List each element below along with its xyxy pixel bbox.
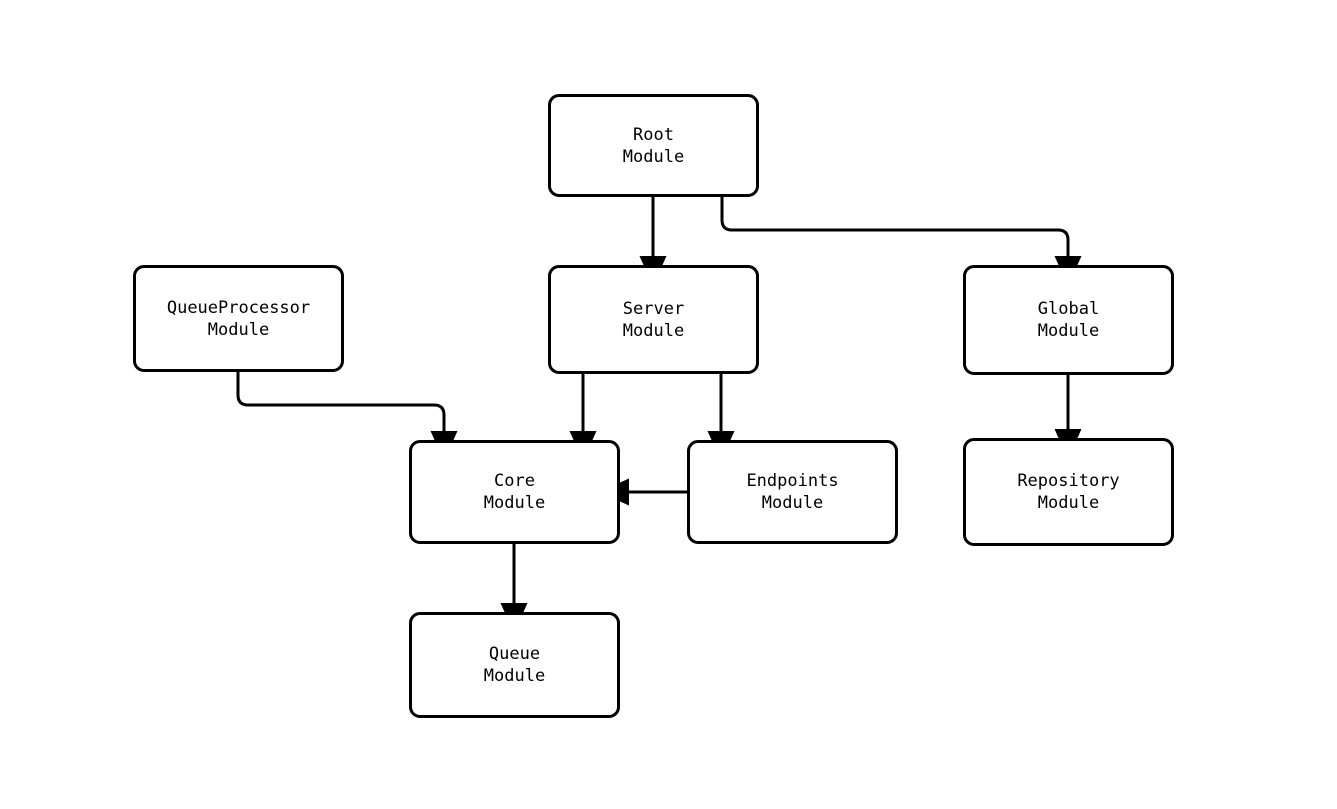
edge-queueprocessor-to-core xyxy=(236,372,458,461)
edge-root-to-global xyxy=(720,197,1082,286)
node-endpoints-label-line2: Module xyxy=(761,493,824,513)
node-queue-label-line1: Queue xyxy=(488,644,541,664)
node-root-label-line1: Root xyxy=(633,124,674,145)
node-server-label-line1: Server xyxy=(622,298,685,319)
node-queue-label-line2: Module xyxy=(483,666,546,686)
node-core-label-line2: Module xyxy=(483,493,546,513)
node-global-label-line1: Global xyxy=(1037,299,1100,319)
edge-paths xyxy=(236,197,1082,633)
node-core-label-line1: Core xyxy=(494,471,535,491)
node-repository-label-line1: Repository xyxy=(1017,471,1120,491)
node-endpoints-label-line1: Endpoints xyxy=(746,471,839,491)
node-repository-label-line2: Module xyxy=(1037,493,1100,513)
node-queueprocessor-label-line1: QueueProcessor xyxy=(166,297,311,318)
node-server-label-line2: Module xyxy=(622,320,685,341)
node-global-label-line2: Module xyxy=(1037,321,1100,341)
node-queueprocessor-label-line2: Module xyxy=(207,319,270,340)
node-root-label-line2: Module xyxy=(622,146,685,167)
